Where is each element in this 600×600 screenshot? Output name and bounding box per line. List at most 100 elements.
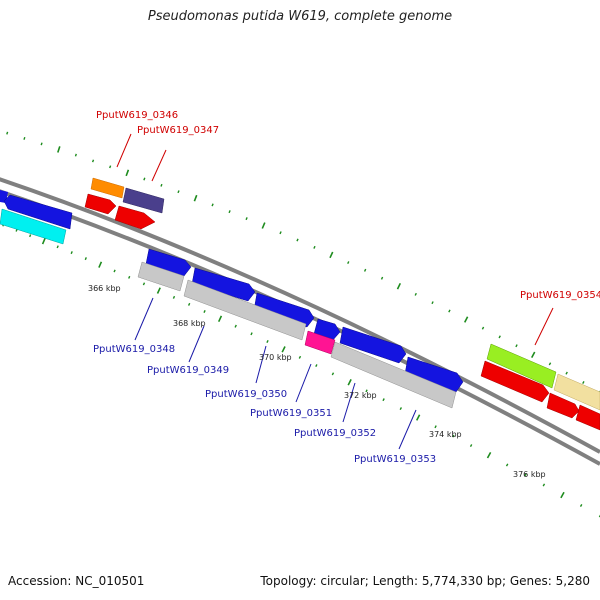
- gene-labels: PputW619_0346 PputW619_0347 PputW619_035…: [93, 110, 600, 465]
- leader-0348: [134, 297, 154, 341]
- upper-track-tick: [296, 238, 299, 242]
- leader-0346: [116, 133, 132, 168]
- upper-track-tick: [515, 344, 518, 348]
- leader-lines: [116, 133, 554, 450]
- gene-0347-slate[interactable]: [122, 187, 165, 214]
- upper-track-tick: [193, 194, 198, 202]
- lower-track-tick: [156, 287, 161, 294]
- upper-track-tick: [396, 282, 402, 290]
- upper-track-tick: [143, 177, 146, 181]
- lower-track-tick: [29, 234, 32, 238]
- gene-red-1[interactable]: [84, 193, 117, 215]
- upper-track-tick: [414, 292, 417, 296]
- lower-track-tick: [70, 251, 73, 255]
- upper-track-tick: [565, 371, 568, 375]
- scale-label-374: 374 kbp: [429, 430, 462, 439]
- lower-track-tick: [98, 261, 103, 268]
- genome-summary-text: Topology: circular; Length: 5,774,330 bp…: [260, 574, 590, 588]
- upper-track-tick: [228, 210, 231, 214]
- leader-0350: [255, 345, 267, 384]
- label-0349: PputW619_0349: [147, 365, 229, 376]
- upper-track-tick: [481, 326, 485, 330]
- lower-track-tick: [217, 315, 223, 323]
- upper-track-tick: [6, 131, 9, 135]
- lower-track-tick: [56, 245, 59, 249]
- lower-track-tick: [250, 332, 253, 336]
- upper-track-tick: [74, 153, 77, 157]
- label-0354: PputW619_0354: [520, 290, 600, 301]
- backbone-outer-line: [0, 177, 600, 454]
- upper-track-tick: [498, 335, 501, 339]
- lower-track-tick: [298, 355, 302, 359]
- accession-text: Accession: NC_010501: [8, 574, 145, 588]
- upper-track-tick: [329, 251, 334, 259]
- gene-magenta[interactable]: [304, 330, 336, 355]
- gene-wheat[interactable]: [553, 373, 600, 411]
- gene-red-2[interactable]: [114, 205, 156, 230]
- scale-label-368: 368 kbp: [173, 319, 206, 328]
- gene-blue-d[interactable]: [313, 318, 341, 341]
- lower-track-tick: [505, 463, 509, 467]
- gene-blue-a[interactable]: [145, 248, 192, 277]
- upper-track-tick: [125, 169, 130, 177]
- lower-track-tick: [486, 452, 492, 459]
- gene-blue-left[interactable]: [3, 194, 73, 230]
- lower-track-tick: [579, 504, 583, 507]
- lower-track-tick: [41, 237, 46, 245]
- leader-0353: [398, 409, 417, 450]
- scale-label-366: 366 kbp: [88, 284, 121, 293]
- label-0351: PputW619_0351: [250, 408, 332, 419]
- tick-layer: [2, 131, 600, 518]
- gene-0346-orange[interactable]: [90, 177, 125, 199]
- lower-track-tick: [347, 379, 352, 386]
- upper-track-tick: [40, 142, 43, 146]
- leader-0347: [151, 149, 167, 182]
- gene-cyan-left[interactable]: [0, 208, 67, 245]
- gene-grey-b[interactable]: [183, 279, 307, 341]
- upper-track-tick: [245, 217, 248, 221]
- feature-layer: [0, 177, 600, 431]
- lower-track-tick: [172, 295, 176, 299]
- leader-0354: [534, 307, 554, 346]
- scale-label-370: 370 kbp: [259, 353, 292, 362]
- gene-0354-lime[interactable]: [486, 343, 557, 389]
- scale-label-376: 376 kbp: [513, 470, 546, 479]
- lower-track-tick: [142, 282, 146, 286]
- upper-track-tick: [363, 268, 367, 272]
- upper-track-tick: [23, 136, 26, 140]
- label-0353: PputW619_0353: [354, 454, 436, 465]
- lower-track-tick: [128, 275, 131, 279]
- lower-track-tick: [560, 491, 565, 499]
- leader-0349: [188, 325, 205, 363]
- gene-blue-b[interactable]: [191, 267, 256, 302]
- gene-red-right-c[interactable]: [575, 404, 600, 431]
- lower-track-tick: [281, 346, 286, 353]
- label-0347: PputW619_0347: [137, 125, 219, 136]
- lower-track-tick: [415, 414, 421, 421]
- gene-red-right-b[interactable]: [546, 392, 580, 419]
- lower-track-tick: [331, 372, 335, 376]
- lower-track-tick: [234, 324, 237, 328]
- label-0348: PputW619_0348: [93, 344, 175, 355]
- upper-track-tick: [380, 276, 384, 280]
- map-title: Pseudomonas putida W619, complete genome: [147, 9, 453, 24]
- gene-blue-e[interactable]: [339, 326, 407, 364]
- upper-track-tick: [279, 231, 282, 235]
- lower-track-tick: [113, 269, 116, 273]
- gene-grey-c[interactable]: [330, 341, 457, 409]
- upper-track-tick: [530, 351, 536, 358]
- lower-track-tick: [434, 425, 437, 429]
- label-0350: PputW619_0350: [205, 389, 287, 400]
- scale-label-372: 372 kbp: [344, 391, 377, 400]
- upper-track-tick: [261, 222, 266, 229]
- lower-track-tick: [452, 434, 455, 438]
- upper-track-tick: [463, 316, 469, 323]
- gene-grey-a[interactable]: [137, 261, 185, 292]
- gene-red-right-a[interactable]: [480, 360, 550, 403]
- upper-track-tick: [177, 190, 180, 194]
- lower-track-tick: [382, 398, 385, 402]
- lower-track-tick: [524, 473, 527, 477]
- upper-track-tick: [582, 381, 585, 384]
